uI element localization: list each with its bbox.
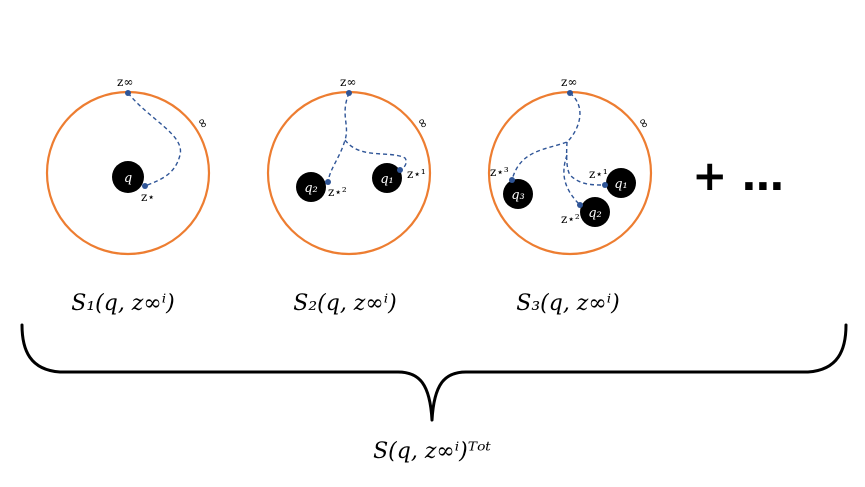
infinity-label-2: ∞: [413, 115, 431, 132]
caption-1: S₁(q, z∞ⁱ): [71, 291, 174, 316]
charge-disk-2-q1: [372, 163, 402, 193]
disk-2-outline: [266, 90, 432, 256]
endpoint-1: [142, 183, 148, 189]
endpoint-2-q2: [325, 179, 331, 185]
path-2a: [327, 92, 350, 183]
z-star-label-2-q2: z⋆²: [328, 185, 347, 199]
endpoint-3-q1: [602, 182, 608, 188]
charge-label-2-q2: q₂: [304, 181, 318, 196]
infinity-point-2: [346, 90, 352, 96]
z-star-label-1: z⋆: [141, 190, 155, 204]
z-star-label-3-q1: z⋆¹: [589, 167, 608, 181]
panel-3: z∞ ∞ q₃ q₁ q₂ z⋆³ z⋆¹ z⋆² S₃(q, z∞ⁱ): [487, 75, 652, 316]
endpoint-2-q1: [397, 167, 403, 173]
charge-label-3-q3: q₃: [511, 188, 525, 203]
infinity-label-3: ∞: [634, 115, 652, 132]
z-infinity-label-2: z∞: [340, 75, 356, 89]
total-label: S(q, z∞ⁱ)ᵀᵒᵗ: [373, 439, 491, 464]
path-3c: [563, 154, 581, 206]
charge-label-3-q2: q₂: [588, 206, 602, 221]
z-infinity-label-1: z∞: [117, 75, 133, 89]
path-2b: [344, 139, 407, 171]
charge-label-3-q1: q₁: [614, 177, 628, 192]
caption-3: S₃(q, z∞ⁱ): [516, 291, 619, 316]
charge-label-2-q1: q₁: [380, 172, 394, 187]
z-star-label-2-q1: z⋆¹: [407, 167, 426, 181]
infinity-point-1: [125, 90, 131, 96]
charge-disk-2-q2: [296, 172, 326, 202]
panel-2: z∞ ∞ q₂ q₁ z⋆² z⋆¹ S₂(q, z∞ⁱ): [266, 75, 432, 316]
endpoint-3-q2: [577, 202, 583, 208]
charge-disk-3-q3: [503, 179, 533, 209]
path-3a: [511, 92, 581, 181]
charge-label-1-q: q: [124, 171, 132, 186]
summation-brace: [20, 323, 848, 422]
charge-disk-1-q: [112, 161, 144, 193]
path-3b: [565, 141, 606, 186]
infinity-point-3: [567, 90, 573, 96]
endpoint-3-q3: [509, 177, 515, 183]
z-star-label-3-q3: z⋆³: [490, 165, 509, 179]
charge-disk-3-q2: [580, 197, 610, 227]
panel-1: z∞ ∞ q z⋆ S₁(q, z∞ⁱ): [45, 75, 211, 316]
caption-2: S₂(q, z∞ⁱ): [293, 291, 396, 316]
continuation-ellipsis: + …: [692, 151, 784, 200]
charge-disk-3-q1: [606, 168, 636, 198]
z-star-label-3-q2: z⋆²: [561, 212, 580, 226]
z-infinity-label-3: z∞: [561, 75, 577, 89]
